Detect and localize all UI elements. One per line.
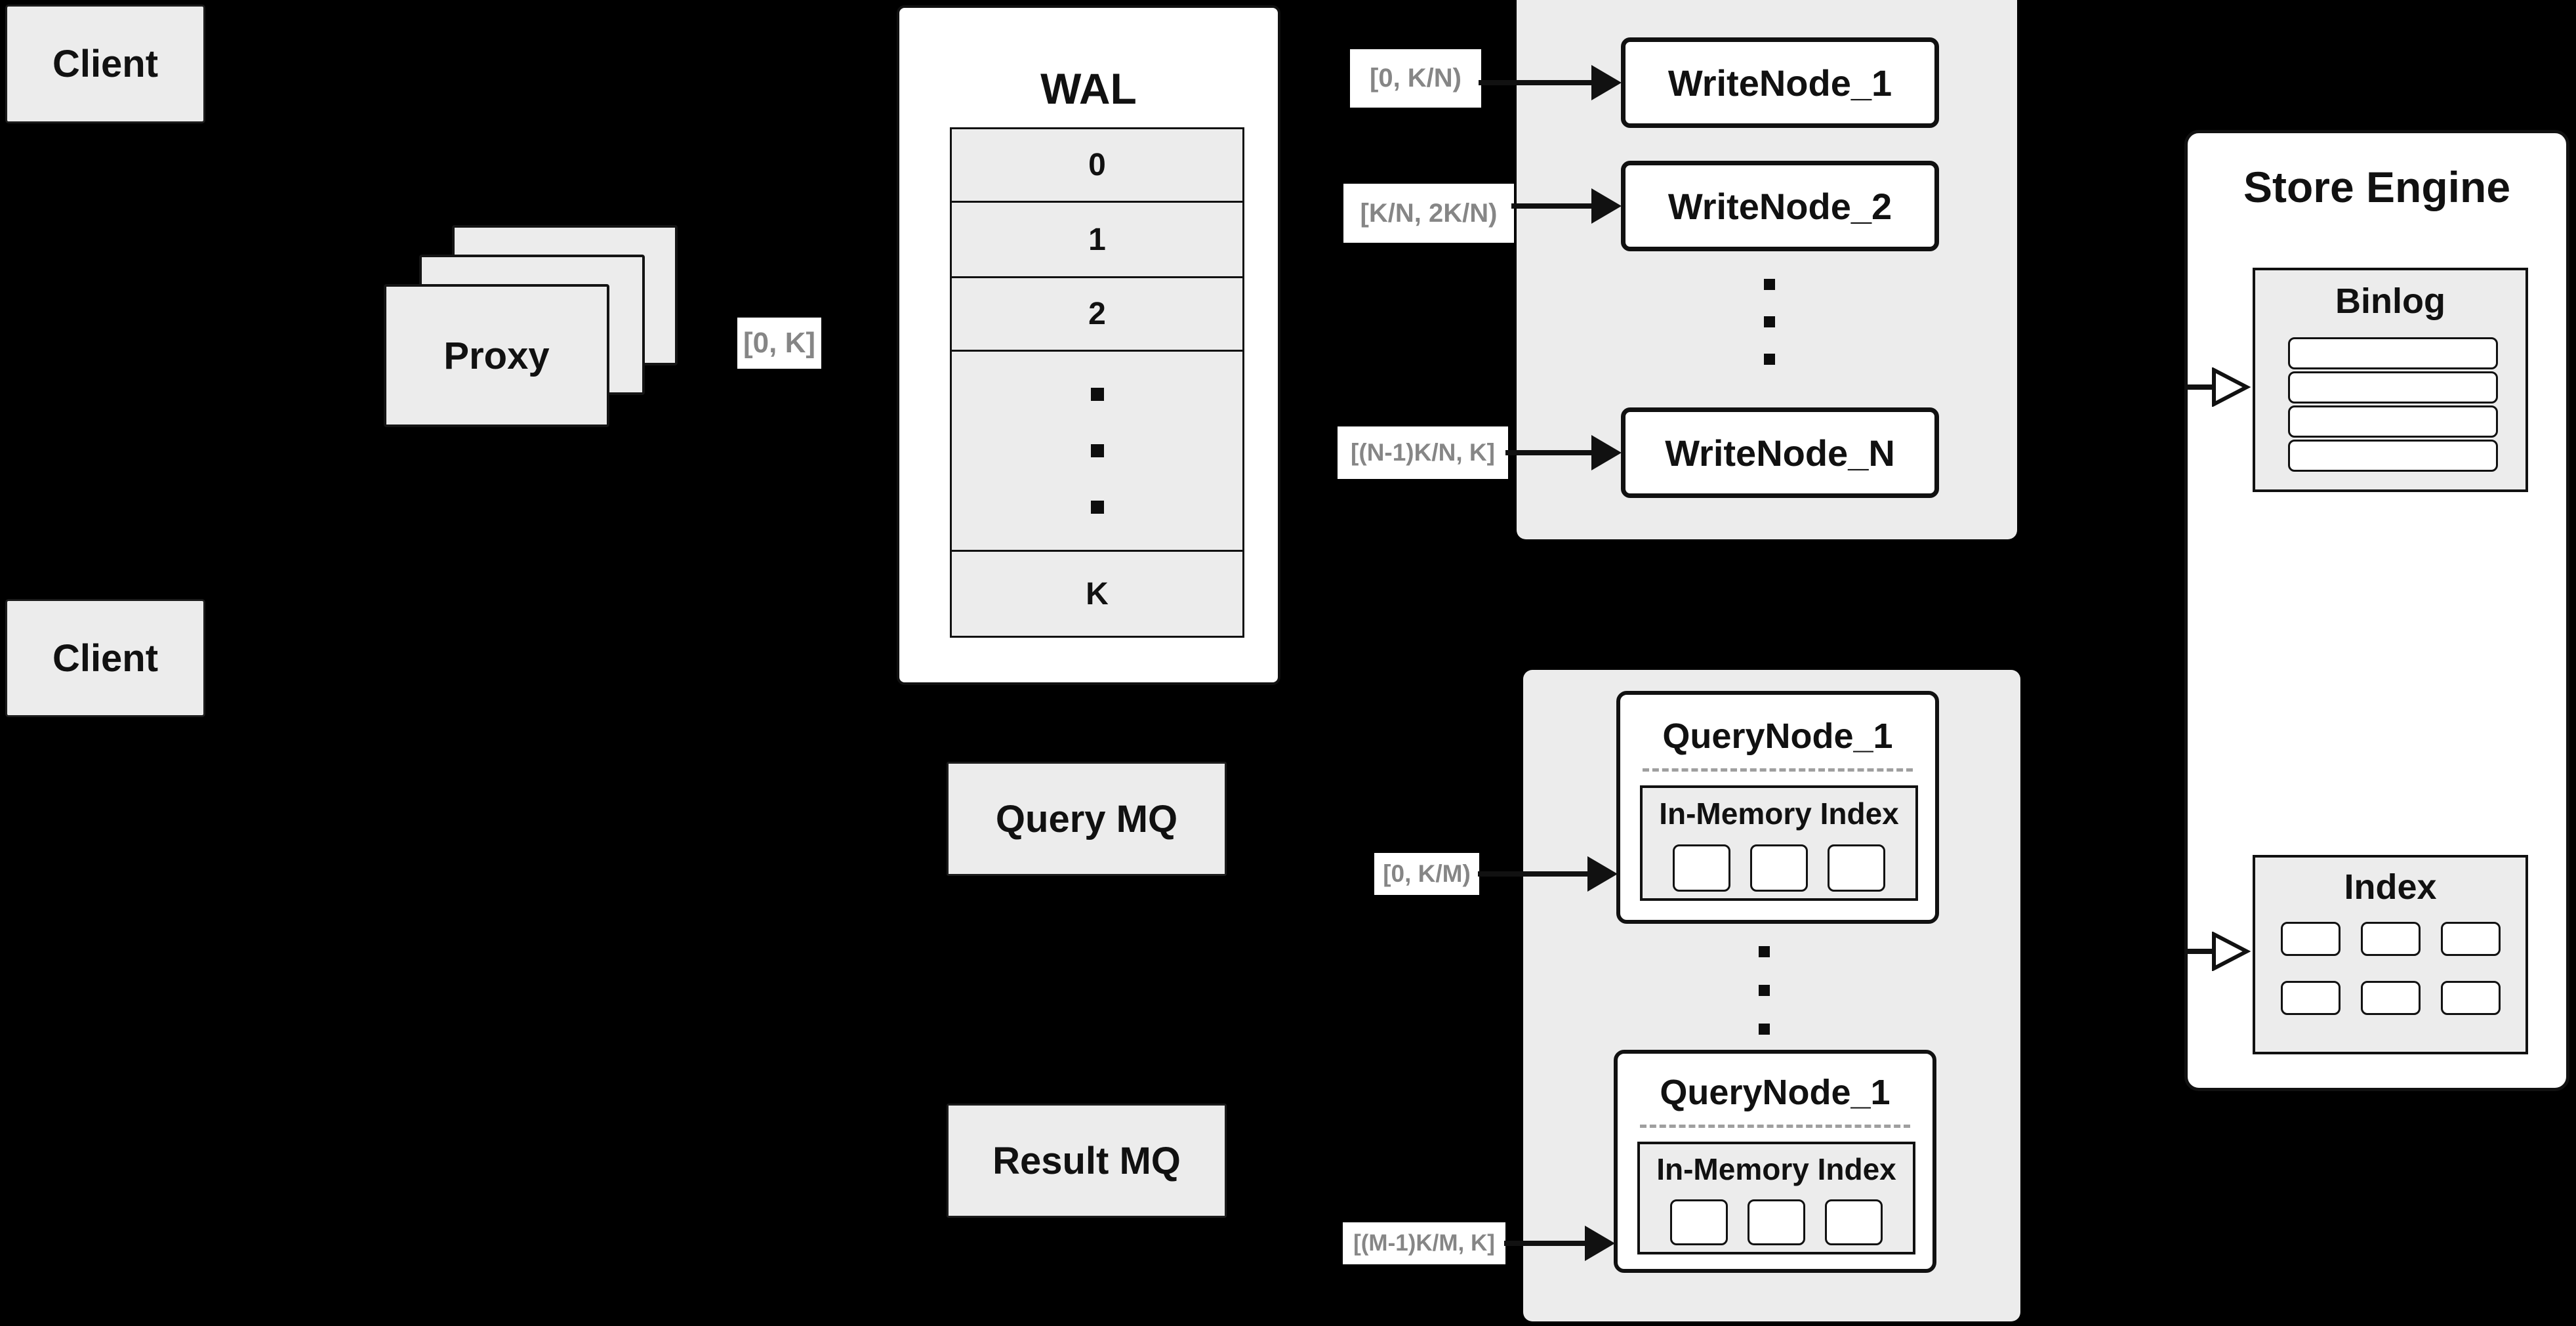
query-node-card-2: QueryNode_1 In-Memory Index bbox=[1614, 1050, 1936, 1273]
in-memory-index-title: In-Memory Index bbox=[1656, 1152, 1896, 1186]
client-label: Client bbox=[52, 43, 159, 85]
range-chip-label: [0, K/N) bbox=[1370, 64, 1462, 93]
range-chip-write-2: [K/N, 2K/N) bbox=[1343, 184, 1514, 243]
write-node-1: WriteNode_1 bbox=[1621, 37, 1939, 128]
in-memory-index-title: In-Memory Index bbox=[1659, 797, 1899, 831]
binlog-row bbox=[2288, 371, 2498, 404]
dashed-divider bbox=[1643, 768, 1913, 772]
query-node-title: QueryNode_1 bbox=[1660, 1073, 1891, 1112]
binlog-row bbox=[2288, 405, 2498, 438]
index-squares-row-2 bbox=[2255, 981, 2525, 1015]
arrow-head-writenode-2 bbox=[1591, 188, 1622, 224]
index-square bbox=[2440, 922, 2501, 956]
range-chip-write-n: [(N-1)K/N, K] bbox=[1338, 426, 1508, 479]
range-chip-write-1: [0, K/N) bbox=[1350, 49, 1481, 108]
binlog-rows bbox=[2288, 337, 2498, 472]
binlog-title: Binlog bbox=[2335, 281, 2445, 321]
binlog-row bbox=[2288, 337, 2498, 369]
store-engine-title: Store Engine bbox=[2243, 163, 2511, 211]
index-title: Index bbox=[2344, 867, 2437, 907]
query-node-card-1: QueryNode_1 In-Memory Index bbox=[1616, 691, 1939, 924]
arrow-line-writenode-2 bbox=[1511, 203, 1591, 209]
arrow-line-querynode-m bbox=[1504, 1241, 1585, 1246]
wal-row-k: K bbox=[1086, 576, 1109, 611]
write-node-label: WriteNode_N bbox=[1665, 432, 1895, 474]
index-square bbox=[2280, 922, 2341, 956]
binlog-row bbox=[2288, 440, 2498, 472]
range-chip-label: [(N-1)K/N, K] bbox=[1351, 439, 1495, 466]
result-mq-label: Result MQ bbox=[992, 1139, 1181, 1182]
segment-square bbox=[1673, 844, 1730, 892]
open-arrow-to-index bbox=[2185, 932, 2251, 971]
index-square bbox=[2440, 981, 2501, 1015]
query-mq-box: Query MQ bbox=[947, 762, 1227, 876]
vertical-ellipsis-icon bbox=[1090, 388, 1104, 514]
segment-square bbox=[1748, 1199, 1805, 1245]
write-node-label: WriteNode_2 bbox=[1667, 185, 1892, 227]
index-square bbox=[2360, 981, 2421, 1015]
wal-row-1: 1 bbox=[952, 203, 1242, 278]
range-chip-proxy-label: [0, K] bbox=[743, 327, 815, 359]
segment-square bbox=[1750, 844, 1808, 892]
arrow-head-querynode-m bbox=[1585, 1226, 1615, 1261]
arrow-line-querynode-1 bbox=[1478, 871, 1587, 877]
index-panel: Index bbox=[2253, 855, 2528, 1054]
query-node-title: QueryNode_1 bbox=[1662, 716, 1893, 756]
segment-square bbox=[1828, 844, 1885, 892]
wal-title: WAL bbox=[1040, 64, 1137, 113]
client-box-bottom: Client bbox=[5, 599, 205, 717]
wal-row-ellipsis bbox=[952, 352, 1242, 552]
proxy-card-front: Proxy bbox=[384, 284, 609, 427]
arrow-line-writenode-n bbox=[1505, 450, 1591, 455]
arrow-head-writenode-1 bbox=[1591, 65, 1622, 100]
segment-squares bbox=[1643, 844, 1915, 892]
arrow-head-querynode-1 bbox=[1587, 856, 1618, 892]
write-node-label: WriteNode_1 bbox=[1667, 62, 1892, 104]
vertical-ellipsis-icon bbox=[1759, 946, 1770, 1035]
range-chip-query-1: [0, K/M) bbox=[1374, 853, 1479, 895]
dashed-divider bbox=[1640, 1125, 1910, 1128]
range-chip-label: [K/N, 2K/N) bbox=[1360, 198, 1498, 228]
segment-squares bbox=[1640, 1199, 1913, 1245]
arrow-head-writenode-n bbox=[1591, 435, 1622, 470]
in-memory-index-panel: In-Memory Index bbox=[1637, 1142, 1915, 1254]
store-engine-box: Store Engine Binlog Index bbox=[2184, 130, 2569, 1091]
index-square bbox=[2280, 981, 2341, 1015]
wal-box: WAL 0 1 2 K bbox=[897, 5, 1280, 685]
wal-table: 0 1 2 K bbox=[950, 127, 1244, 638]
write-node-n: WriteNode_N bbox=[1621, 407, 1939, 498]
vertical-ellipsis-icon bbox=[1764, 279, 1775, 365]
open-arrow-to-binlog bbox=[2185, 367, 2251, 407]
result-mq-box: Result MQ bbox=[947, 1104, 1227, 1218]
index-squares-row-1 bbox=[2255, 922, 2525, 956]
range-chip-label: [0, K/M) bbox=[1383, 860, 1471, 887]
write-node-2: WriteNode_2 bbox=[1621, 161, 1939, 251]
wal-row-2: 2 bbox=[952, 278, 1242, 352]
segment-square bbox=[1670, 1199, 1728, 1245]
range-chip-label: [(M-1)K/M, K] bbox=[1353, 1230, 1495, 1256]
segment-square bbox=[1825, 1199, 1883, 1245]
in-memory-index-panel: In-Memory Index bbox=[1640, 785, 1918, 901]
arrow-line-writenode-1 bbox=[1479, 80, 1591, 85]
index-square bbox=[2360, 922, 2421, 956]
client-box-top: Client bbox=[5, 5, 205, 123]
binlog-panel: Binlog bbox=[2253, 268, 2528, 492]
wal-row-0: 0 bbox=[952, 129, 1242, 203]
proxy-label: Proxy bbox=[443, 334, 550, 377]
client-label: Client bbox=[52, 636, 159, 680]
query-mq-label: Query MQ bbox=[995, 797, 1178, 840]
range-chip-query-m: [(M-1)K/M, K] bbox=[1343, 1222, 1505, 1264]
range-chip-proxy: [0, K] bbox=[737, 318, 821, 369]
